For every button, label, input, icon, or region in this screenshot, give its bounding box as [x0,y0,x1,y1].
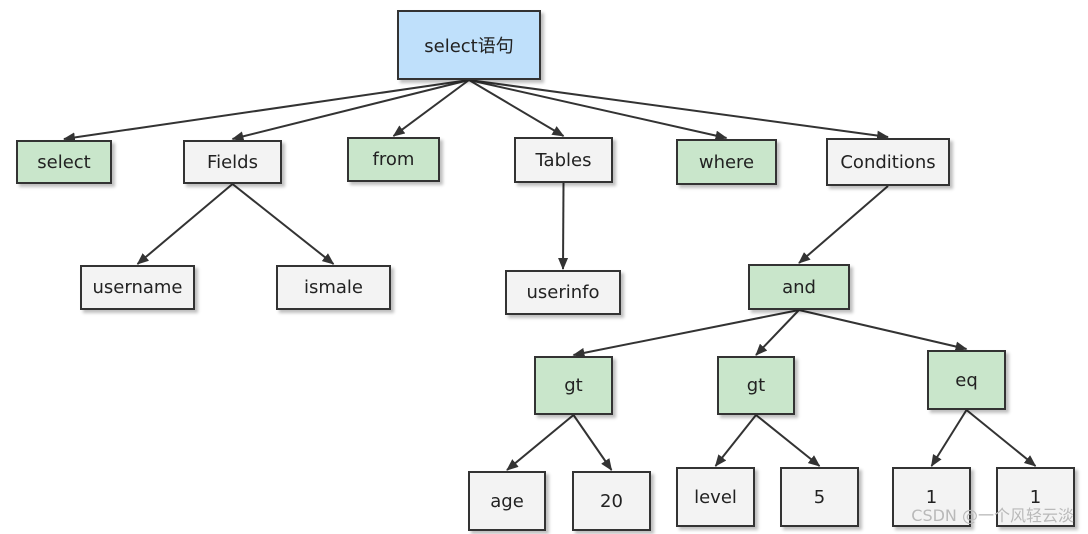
node-gt-age: gt [534,356,613,415]
edge-tables-to-userinfo [558,182,569,270]
edge-conditions-to-and [798,185,889,264]
node-value-1-right: 1 [996,467,1075,527]
node-label: level [694,486,737,508]
edge-gt2-to-level [714,414,757,467]
node-age: age [468,471,546,531]
node-label: gt [746,375,766,396]
edge-and-to-gt1 [572,309,800,358]
node-label: where [698,151,755,173]
watermark: CSDN @一个风轻云淡 [911,506,1074,525]
node-label: select [37,151,91,173]
node-and: and [748,264,850,310]
node-from: from [347,137,440,182]
node-select: select [16,140,112,184]
node-label: select语句 [424,36,514,57]
edge-and-to-gt2 [755,309,800,356]
node-label: and [782,276,816,298]
node-conditions: Conditions [826,138,950,186]
edge-fields-to-username [136,183,234,265]
edge-gt1-to-age [506,414,575,471]
node-gt-level: gt [717,356,795,415]
edge-root-to-tables [468,79,565,137]
node-label: ismale [303,277,364,298]
edge-root-to-where [468,79,728,141]
node-value-1-left: 1 [892,467,971,527]
node-label: 20 [600,490,623,512]
node-label: age [490,490,524,512]
node-label: 1 [925,486,938,508]
node-where: where [676,139,777,185]
edge-gt2-to-n5 [755,414,821,467]
node-label: 1 [1029,486,1042,508]
edge-root-to-select [63,79,470,143]
node-root-select-statement: select语句 [397,10,541,80]
edge-root-to-conditions [468,79,889,141]
node-level: level [676,467,755,527]
node-label: Fields [207,151,258,173]
node-value-20: 20 [572,471,651,531]
node-label: Conditions [840,151,936,173]
node-ismale: ismale [276,265,391,310]
node-fields: Fields [183,140,282,184]
node-label: eq [955,369,978,391]
node-label: from [372,149,415,170]
edge-fields-to-ismale [231,183,335,265]
node-username: username [80,265,195,310]
node-label: username [92,277,183,298]
edge-and-to-eq [798,309,968,352]
node-userinfo: userinfo [505,270,621,315]
edge-eq-to-one_a [930,409,968,467]
node-tables: Tables [514,137,613,183]
node-value-5: 5 [780,467,859,527]
edge-root-to-fields [231,79,470,142]
node-label: Tables [535,149,592,171]
node-label: gt [564,375,583,396]
node-eq: eq [927,350,1006,410]
edge-root-to-from [392,79,470,137]
node-label: 5 [813,486,826,508]
edge-gt1-to-n20 [572,414,613,471]
node-label: userinfo [526,282,600,303]
edge-eq-to-one_b [965,409,1037,467]
